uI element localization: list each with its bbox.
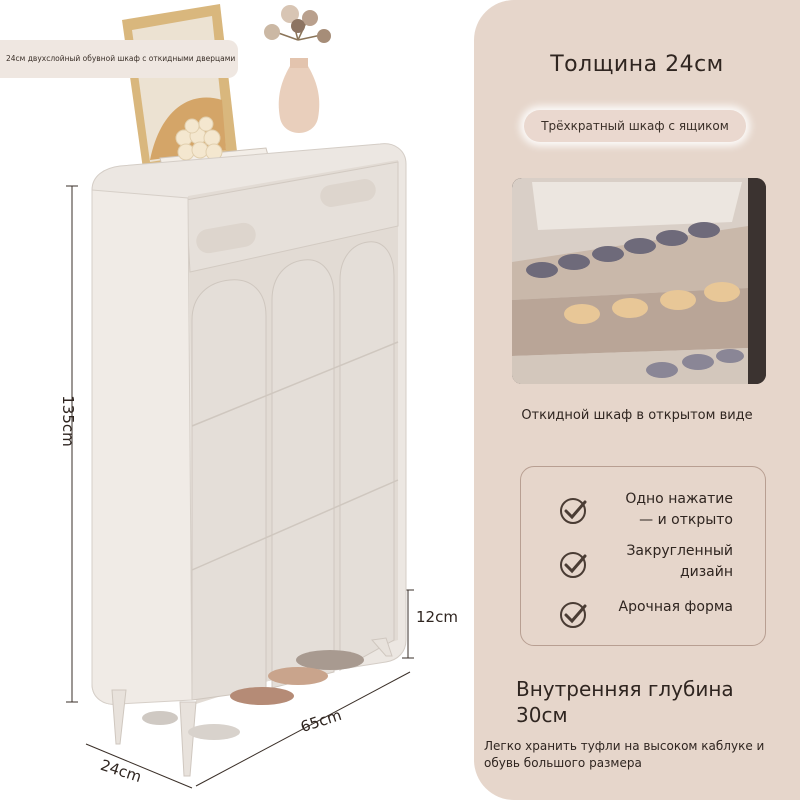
depth-title-line: Внутренняя глубина	[516, 677, 734, 701]
inner-depth-title: Внутренняя глубина 30см	[516, 676, 796, 728]
cube-candle	[175, 116, 223, 161]
feature-line: Одно нажатие	[625, 491, 733, 507]
depth-sub-line: обувь большого размера	[484, 756, 642, 770]
cabinet-body	[91, 143, 407, 705]
feature-text: Одно нажатие — и открыто	[597, 489, 733, 531]
height-dimension-label: 135cm	[58, 395, 77, 447]
check-icon	[560, 602, 587, 628]
feature-text: Закругленный дизайн	[597, 541, 733, 583]
open-cabinet-photo	[512, 178, 766, 384]
feature-line: Арочная форма	[618, 599, 733, 615]
cabinet-type-pill: Трёхкратный шкаф с ящиком	[524, 110, 746, 142]
photo-caption: Откидной шкаф в открытом виде	[521, 408, 753, 423]
dimension-lines	[66, 185, 414, 789]
features-box: Одно нажатие — и открыто Закругленный ди…	[520, 466, 766, 646]
feature-line: — и открыто	[639, 512, 733, 528]
depth-title-line: 30см	[516, 703, 568, 727]
inner-depth-description: Легко хранить туфли на высоком каблуке и…	[484, 738, 800, 772]
feature-text: Арочная форма	[597, 597, 733, 618]
vase-with-flowers	[264, 5, 331, 133]
feature-item-arch-shape: Арочная форма	[521, 591, 767, 637]
check-icon	[560, 498, 587, 524]
check-icon	[560, 552, 587, 578]
shoes-under-cabinet	[142, 650, 364, 740]
thickness-title: Толщина 24см	[550, 52, 724, 77]
leg-height-dimension-label: 12cm	[416, 608, 458, 626]
depth-sub-line: Легко хранить туфли на высоком каблуке и	[484, 739, 765, 753]
top-caption: 24см двухслойный обувной шкаф с откидным…	[0, 40, 238, 78]
shoe-cabinet-illustration	[66, 4, 414, 789]
feature-item-rounded-design: Закругленный дизайн	[521, 541, 767, 587]
feature-line: дизайн	[679, 564, 733, 580]
feature-line: Закругленный	[626, 543, 733, 559]
feature-item-one-touch: Одно нажатие — и открыто	[521, 487, 767, 533]
cabinet-legs	[111, 637, 393, 777]
